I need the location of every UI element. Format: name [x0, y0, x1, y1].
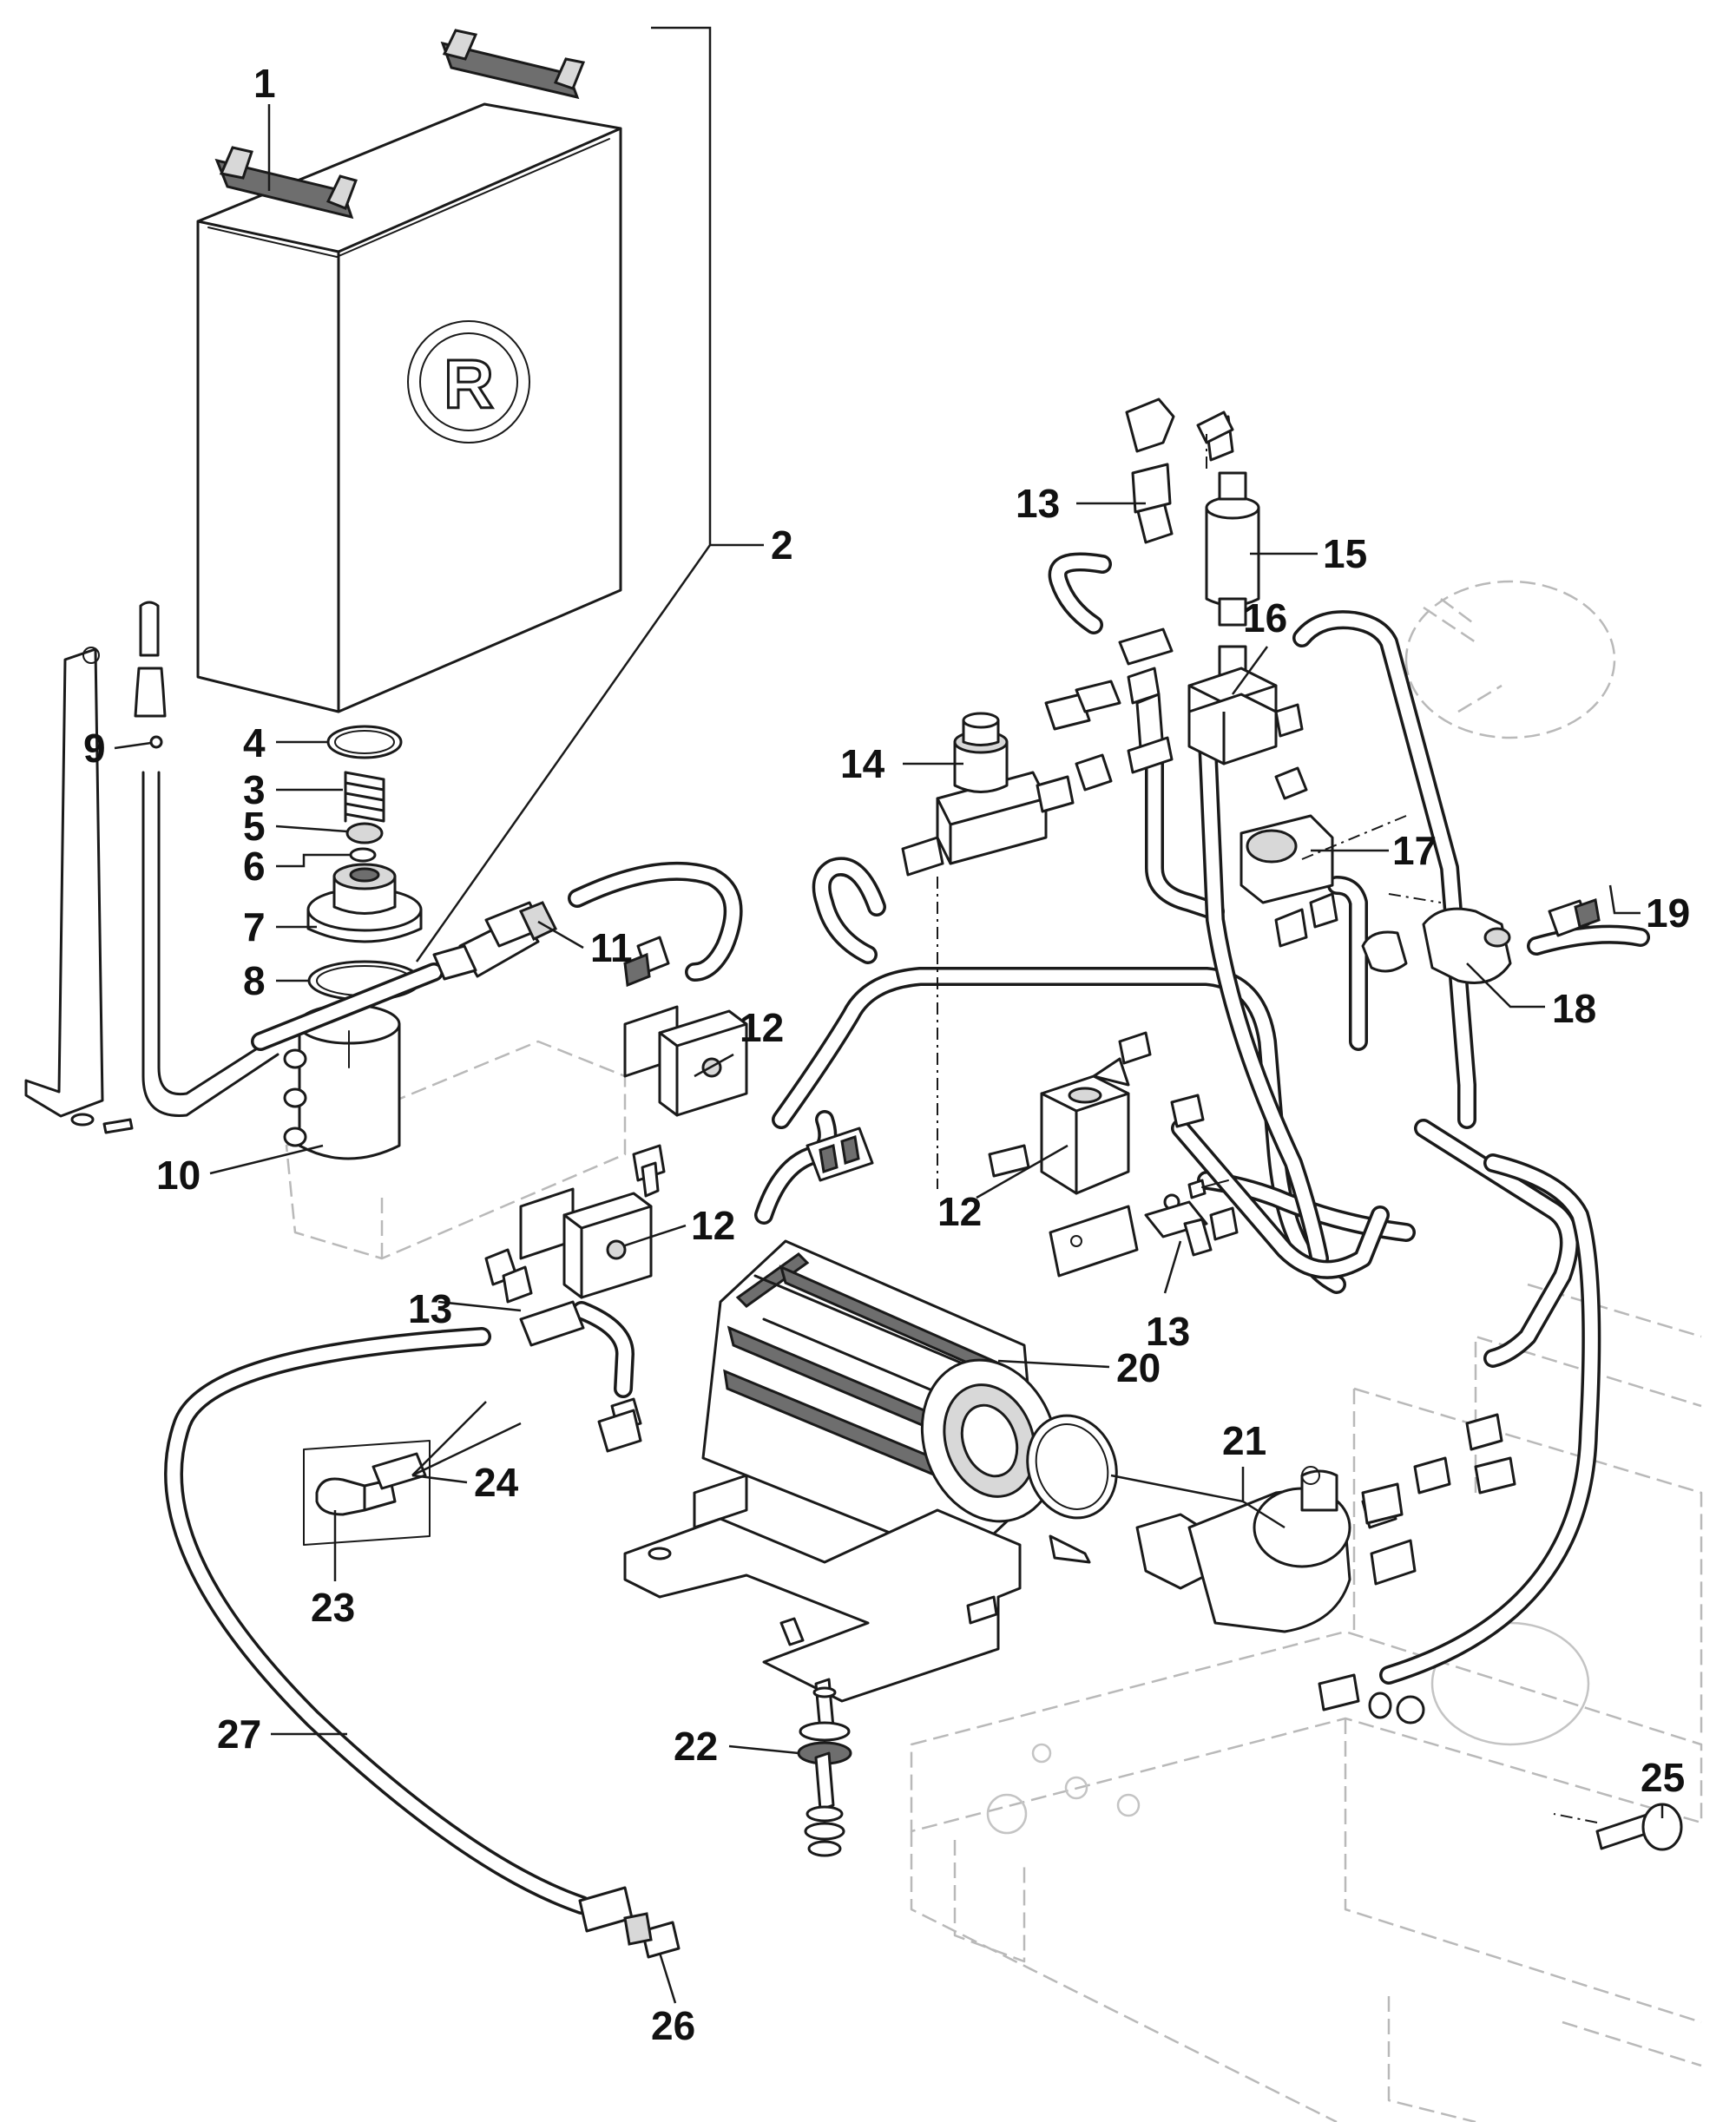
callout-25: 25 [1641, 1755, 1685, 1800]
pump-head-21 [1026, 1414, 1397, 1633]
callout-23: 23 [311, 1585, 355, 1630]
valve-washer [349, 847, 377, 863]
callout-11: 11 [590, 925, 633, 970]
callout-3: 3 [243, 767, 266, 812]
pump-outlet-fittings [1318, 1413, 1516, 1725]
fitting-right [1144, 1200, 1239, 1257]
callout-4: 4 [243, 720, 266, 765]
callout-26: 26 [651, 2003, 695, 2048]
callout-20: 20 [1116, 1345, 1161, 1390]
level-probe-bracket [24, 647, 163, 1134]
inline-filter-15 [1205, 471, 1260, 687]
callout-9: 9 [83, 726, 106, 771]
solenoid-valve-right [988, 1031, 1229, 1278]
water-hoses [164, 552, 1650, 1915]
assembly-centerlines [937, 434, 1598, 1823]
pressure-switch-17 [1240, 766, 1338, 948]
callout-1: 1 [253, 61, 276, 106]
callout-10: 10 [156, 1153, 201, 1198]
callout-13-right: 13 [1146, 1309, 1190, 1354]
pump-motor-20 [701, 1127, 1059, 1564]
callout-18: 18 [1552, 986, 1596, 1031]
fitting-left [484, 1248, 642, 1453]
callout-12-lower: 12 [691, 1203, 735, 1248]
callout-13-left: 13 [408, 1286, 452, 1331]
filter-cup [283, 1003, 401, 1160]
callout-8: 8 [243, 958, 266, 1003]
callout-numbers: 1 2 3 4 5 6 7 8 9 10 11 12 12 12 13 13 1… [83, 61, 1690, 2048]
valve-spring [344, 771, 385, 823]
callout-2: 2 [771, 522, 793, 568]
callout-22: 22 [674, 1724, 718, 1769]
solenoid-valve-lower [519, 1187, 653, 1299]
callout-13-top: 13 [1016, 481, 1060, 526]
fitting-detail-box [303, 1440, 431, 1546]
solenoid-valve-upper [623, 936, 748, 1198]
callout-15: 15 [1323, 531, 1367, 576]
inline-check-valve [432, 901, 558, 981]
callout-12-right: 12 [937, 1189, 982, 1234]
callout-7: 7 [243, 904, 266, 949]
safety-valve-18 [1361, 907, 1512, 984]
callout-2-bracket [415, 26, 764, 962]
motor-base-bracket [623, 1474, 1022, 1703]
fitting-top [1125, 397, 1234, 544]
callout-5: 5 [243, 804, 266, 849]
callout-12-upper: 12 [740, 1005, 784, 1050]
callout-leaders [114, 104, 1664, 2004]
solenoid-valve-14 [901, 712, 1113, 877]
callout-27: 27 [217, 1711, 261, 1757]
callout-16: 16 [1243, 595, 1287, 641]
tank-logo: R [444, 345, 494, 423]
sensor-probe-19 [1548, 898, 1601, 937]
callout-14: 14 [840, 741, 885, 786]
valve-block-16 [1044, 627, 1304, 774]
callout-21: 21 [1222, 1418, 1266, 1463]
callout-19: 19 [1646, 890, 1690, 936]
level-probe-tube [134, 601, 279, 1117]
callout-24: 24 [474, 1460, 519, 1505]
callout-17: 17 [1392, 828, 1437, 873]
valve-seat [345, 822, 384, 844]
callout-6: 6 [243, 844, 266, 889]
drain-fitting-25 [1595, 1803, 1683, 1851]
tank-handle [214, 29, 586, 220]
hose-end-fitting-26 [578, 1886, 681, 1959]
water-tank: R [196, 102, 622, 713]
valve-body [306, 863, 423, 943]
anti-vibration-mount [797, 1678, 852, 1857]
tank-valve-assembly [306, 725, 423, 1002]
